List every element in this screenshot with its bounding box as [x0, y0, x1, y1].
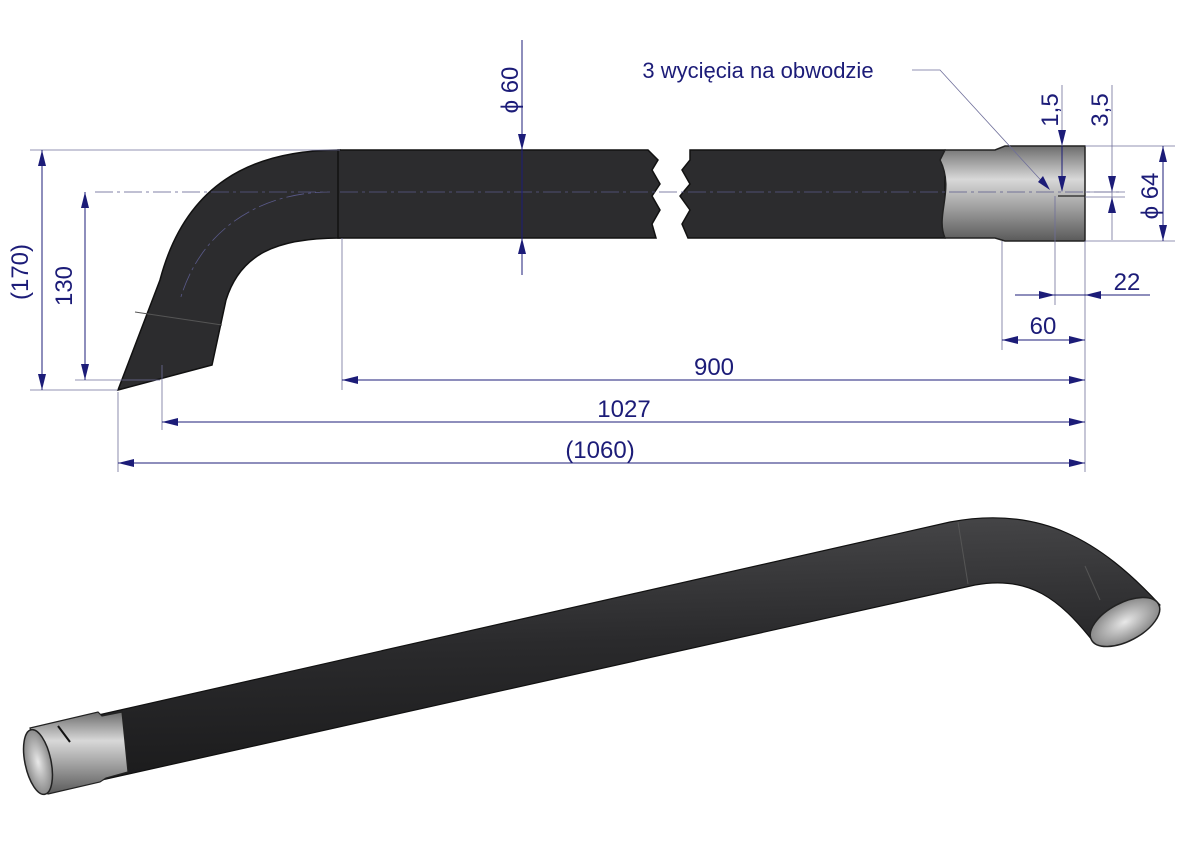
pipe-3d-body — [31, 517, 1161, 793]
pipe-straight-left — [337, 149, 661, 239]
pipe-straight-right — [679, 149, 946, 239]
bend-seam — [134, 311, 223, 326]
dim-end-diameter: ϕ 64 — [1137, 173, 1164, 220]
sleeve-3d — [29, 711, 129, 795]
dim-offset: 3,5 — [1087, 93, 1114, 126]
slot-3d — [57, 725, 71, 743]
dimension-lines — [30, 40, 1175, 472]
dim-slot-length: 22 — [1114, 269, 1141, 296]
dim-overall-height: (170) — [7, 244, 34, 300]
pipe-bend — [116, 149, 341, 392]
bend-seam-3d — [957, 521, 969, 585]
dim-height-130: 130 — [51, 266, 78, 306]
dim-sleeve-length: 60 — [1030, 313, 1057, 340]
dim-straight-length: 900 — [694, 354, 734, 381]
pipe-side-view — [95, 145, 1120, 392]
cut-annotation: 3 wycięcia na obwodzie — [642, 58, 873, 83]
pipe-isometric-view — [22, 517, 1161, 796]
pipe-opening — [1089, 596, 1161, 648]
sleeve-opening — [22, 728, 54, 796]
dim-pipe-diameter: ϕ 60 — [497, 67, 524, 114]
bend-seam-3d-2 — [1084, 565, 1101, 601]
dim-slot-width: 1,5 — [1037, 93, 1064, 126]
centerline-bend — [95, 191, 331, 301]
sleeve-section — [939, 145, 1086, 242]
dim-length-1027: 1027 — [597, 396, 650, 423]
dim-overall-length: (1060) — [565, 437, 634, 464]
